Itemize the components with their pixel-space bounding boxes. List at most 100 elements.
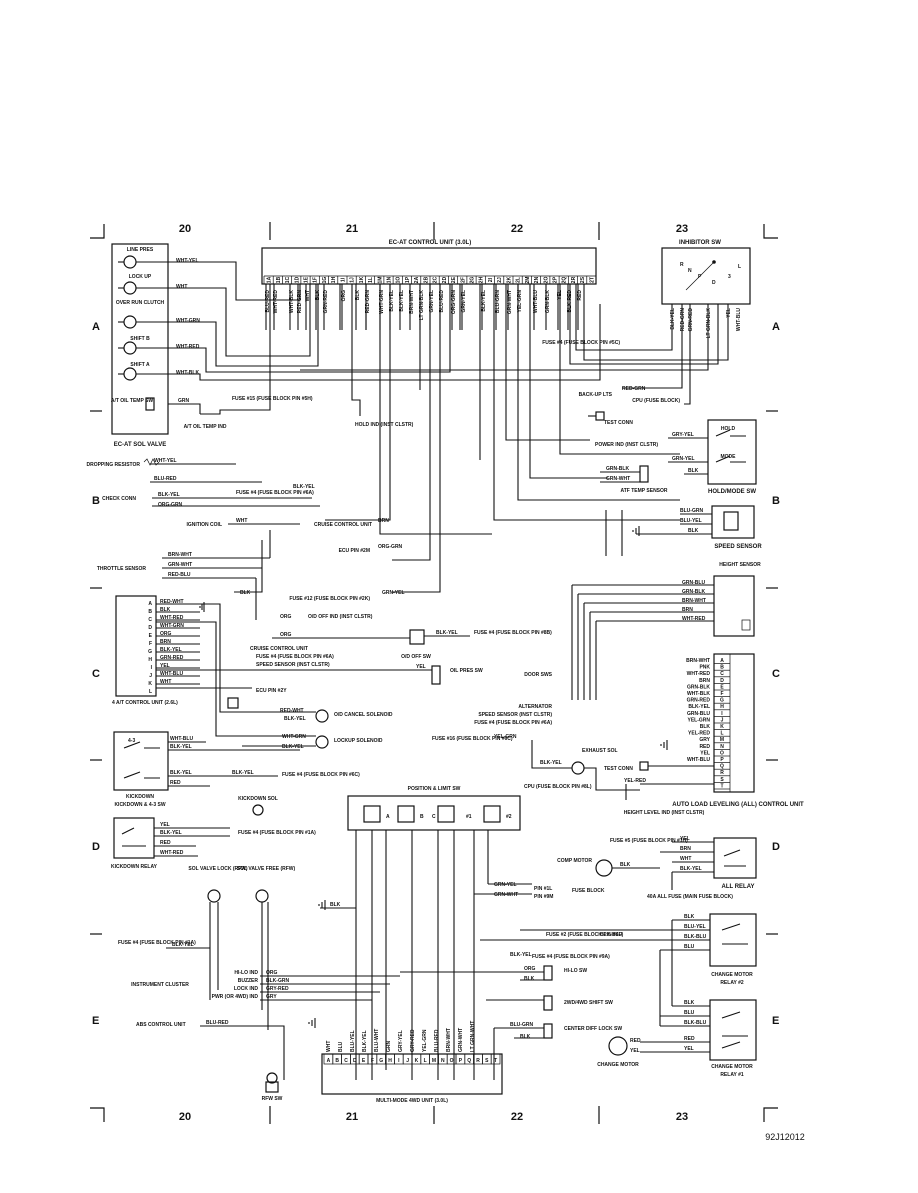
all-pin-label: T <box>720 783 723 789</box>
ecu-pin-label: 2S <box>580 276 586 283</box>
all-cu-title: AUTO LOAD LEVELING (ALL) CONTROL UNIT <box>672 802 804 808</box>
height-wire-label: GRN-BLU <box>682 580 705 586</box>
solenoid-coil-symbol <box>123 315 137 329</box>
ecu-pin-label: 2G <box>470 277 476 284</box>
all-pin-label: E <box>720 684 724 690</box>
test-conn-c-box <box>639 761 649 771</box>
at-cu-wire-label: BLK <box>160 607 171 613</box>
wire-label: ORG <box>280 614 292 620</box>
row-label-left: B <box>92 495 100 507</box>
wire-label: BRN <box>378 518 389 524</box>
sol-valve-title: EC-AT SOL VALVE <box>114 442 167 448</box>
wire-label: BLK <box>520 1034 531 1040</box>
ecu-wire-label: GRN-WHT <box>507 290 513 314</box>
wire-label: BLK <box>330 902 341 908</box>
at-cu-wire-label: ORG <box>160 631 172 637</box>
at-cu-wire-label: WHT <box>160 679 171 685</box>
wire-label: GRN-WHT <box>606 476 630 482</box>
speed-sensor-box <box>711 505 755 539</box>
lockup-sol-label: LOCKUP SOLENOID <box>334 738 383 744</box>
cm-relay2-title: RELAY #2 <box>720 980 744 986</box>
ecu-pin-label: 2O <box>543 277 549 284</box>
at-cu-box <box>115 595 157 697</box>
ecu-box <box>261 247 597 285</box>
mm-pin-label: F <box>371 1058 374 1064</box>
hold-label: HOLD <box>721 426 736 432</box>
row-label-left: A <box>92 321 100 333</box>
all-pin-label: B <box>720 665 724 671</box>
mm-wire-label: GRY-RED <box>410 1029 416 1052</box>
mm-pin-label: G <box>379 1058 383 1064</box>
mm-pin-label: J <box>406 1058 409 1064</box>
all-wire-label: YEL <box>700 750 710 756</box>
row-label-left: D <box>92 841 100 853</box>
all-relay: ALL RELAY FUSE #5 (FUSE BLOCK PIN #1H) Y… <box>557 836 757 900</box>
4wd-switches: HI-LO SW ORG BLK 2WD/4WD SHIFT SW CENTER… <box>400 965 622 1080</box>
all-pin-label: M <box>720 737 724 743</box>
mm-pin-label: A <box>327 1058 331 1064</box>
kickdown-label: KICKDOWN <box>126 794 154 800</box>
mm-pin-label: L <box>424 1058 427 1064</box>
backup-lts-label: BACK-UP LTS <box>579 392 613 398</box>
change-motor-label: CHANGE MOTOR <box>597 1062 639 1068</box>
ecu-wire-label: RED-GRN <box>297 290 303 314</box>
row-label-left: E <box>92 1015 99 1027</box>
cm-relay2-box <box>709 913 757 967</box>
wire-label: RED-GRN <box>622 386 646 392</box>
col-label-bottom: 22 <box>511 1111 523 1123</box>
ecu-pin-label: 2K <box>506 276 512 283</box>
speed-sensor: SPEED SENSOR BLU-GRN BLU-YEL BLK <box>605 505 762 556</box>
all-wire-label: BRN-WHT <box>686 658 710 664</box>
inhibitor-letter: 3 <box>728 274 731 280</box>
all-wire-label: GRN-BLU <box>687 711 710 717</box>
wire-label: BLU-GRN <box>510 1022 533 1028</box>
mm-pin-label: B <box>335 1058 339 1064</box>
wire-label: BRN <box>680 846 691 852</box>
ecu-wire-label: RED <box>577 290 583 301</box>
wire-label: BRN-WHT <box>168 552 192 558</box>
col-label-bottom: 20 <box>179 1111 191 1123</box>
ecu-pin-label: 1J <box>350 277 356 283</box>
kickdown-relay-box <box>113 817 155 859</box>
test-conn-c-label: TEST CONN <box>604 766 633 772</box>
ecu-pin-label: 2T <box>589 277 595 283</box>
ecu-pin-label: 2R <box>571 276 577 283</box>
wire-label: RED <box>630 1038 641 1044</box>
sol-shift-b-label: SHIFT B <box>130 336 150 342</box>
ecu-wire-label: GRN-RED <box>323 290 329 314</box>
wire-label: YEL <box>684 1046 694 1052</box>
at-cu-pin-label: C <box>148 617 152 623</box>
wire-label: GRN-WHT <box>494 892 518 898</box>
pin-1l-label: PIN #1L <box>534 886 552 892</box>
wire-label: BLK-YEL <box>170 770 192 776</box>
ecu-pin-label: 1N <box>387 276 393 283</box>
exhaust-sol-symbol <box>571 761 585 775</box>
atf-temp-box <box>639 465 649 483</box>
cm-relay1-box <box>709 999 757 1061</box>
position-limit-box <box>347 795 521 831</box>
comp-motor-label: COMP MOTOR <box>557 858 592 864</box>
all-pin-label: N <box>720 744 724 750</box>
height-wire-label: BRN-WHT <box>682 598 706 604</box>
ecu-pin-2m-label: ECU PIN #2M <box>339 548 370 554</box>
col-label-bottom: 21 <box>346 1111 358 1123</box>
kickdown-relay-title: KICKDOWN RELAY <box>111 864 158 870</box>
ecu-pin-label: 2N <box>534 276 540 283</box>
at-cu-pin-label: K <box>148 681 152 687</box>
all-pin-label: K <box>720 724 724 730</box>
kickdown-sol-label: KICKDOWN SOL <box>238 796 278 802</box>
wire-label: BLK <box>684 1000 695 1006</box>
wire-label: BLK-YEL <box>158 492 180 498</box>
fuse-label: FUSE #15 (FUSE BLOCK PIN #5H) <box>232 396 313 402</box>
kickdown-sol-symbol <box>252 804 264 816</box>
ecu-pin-label: 2I <box>488 277 494 282</box>
hi-lo-sw-box <box>543 965 553 981</box>
wire-label: GRN-YEL <box>672 456 695 462</box>
center-diff-box <box>543 1023 553 1039</box>
wire-label: WHT-RED <box>160 850 184 856</box>
height-sensor: HEIGHT SENSOR GRN-BLUGRN-BLKBRN-WHTBRNWH… <box>571 562 761 700</box>
sol-coils <box>118 255 168 411</box>
